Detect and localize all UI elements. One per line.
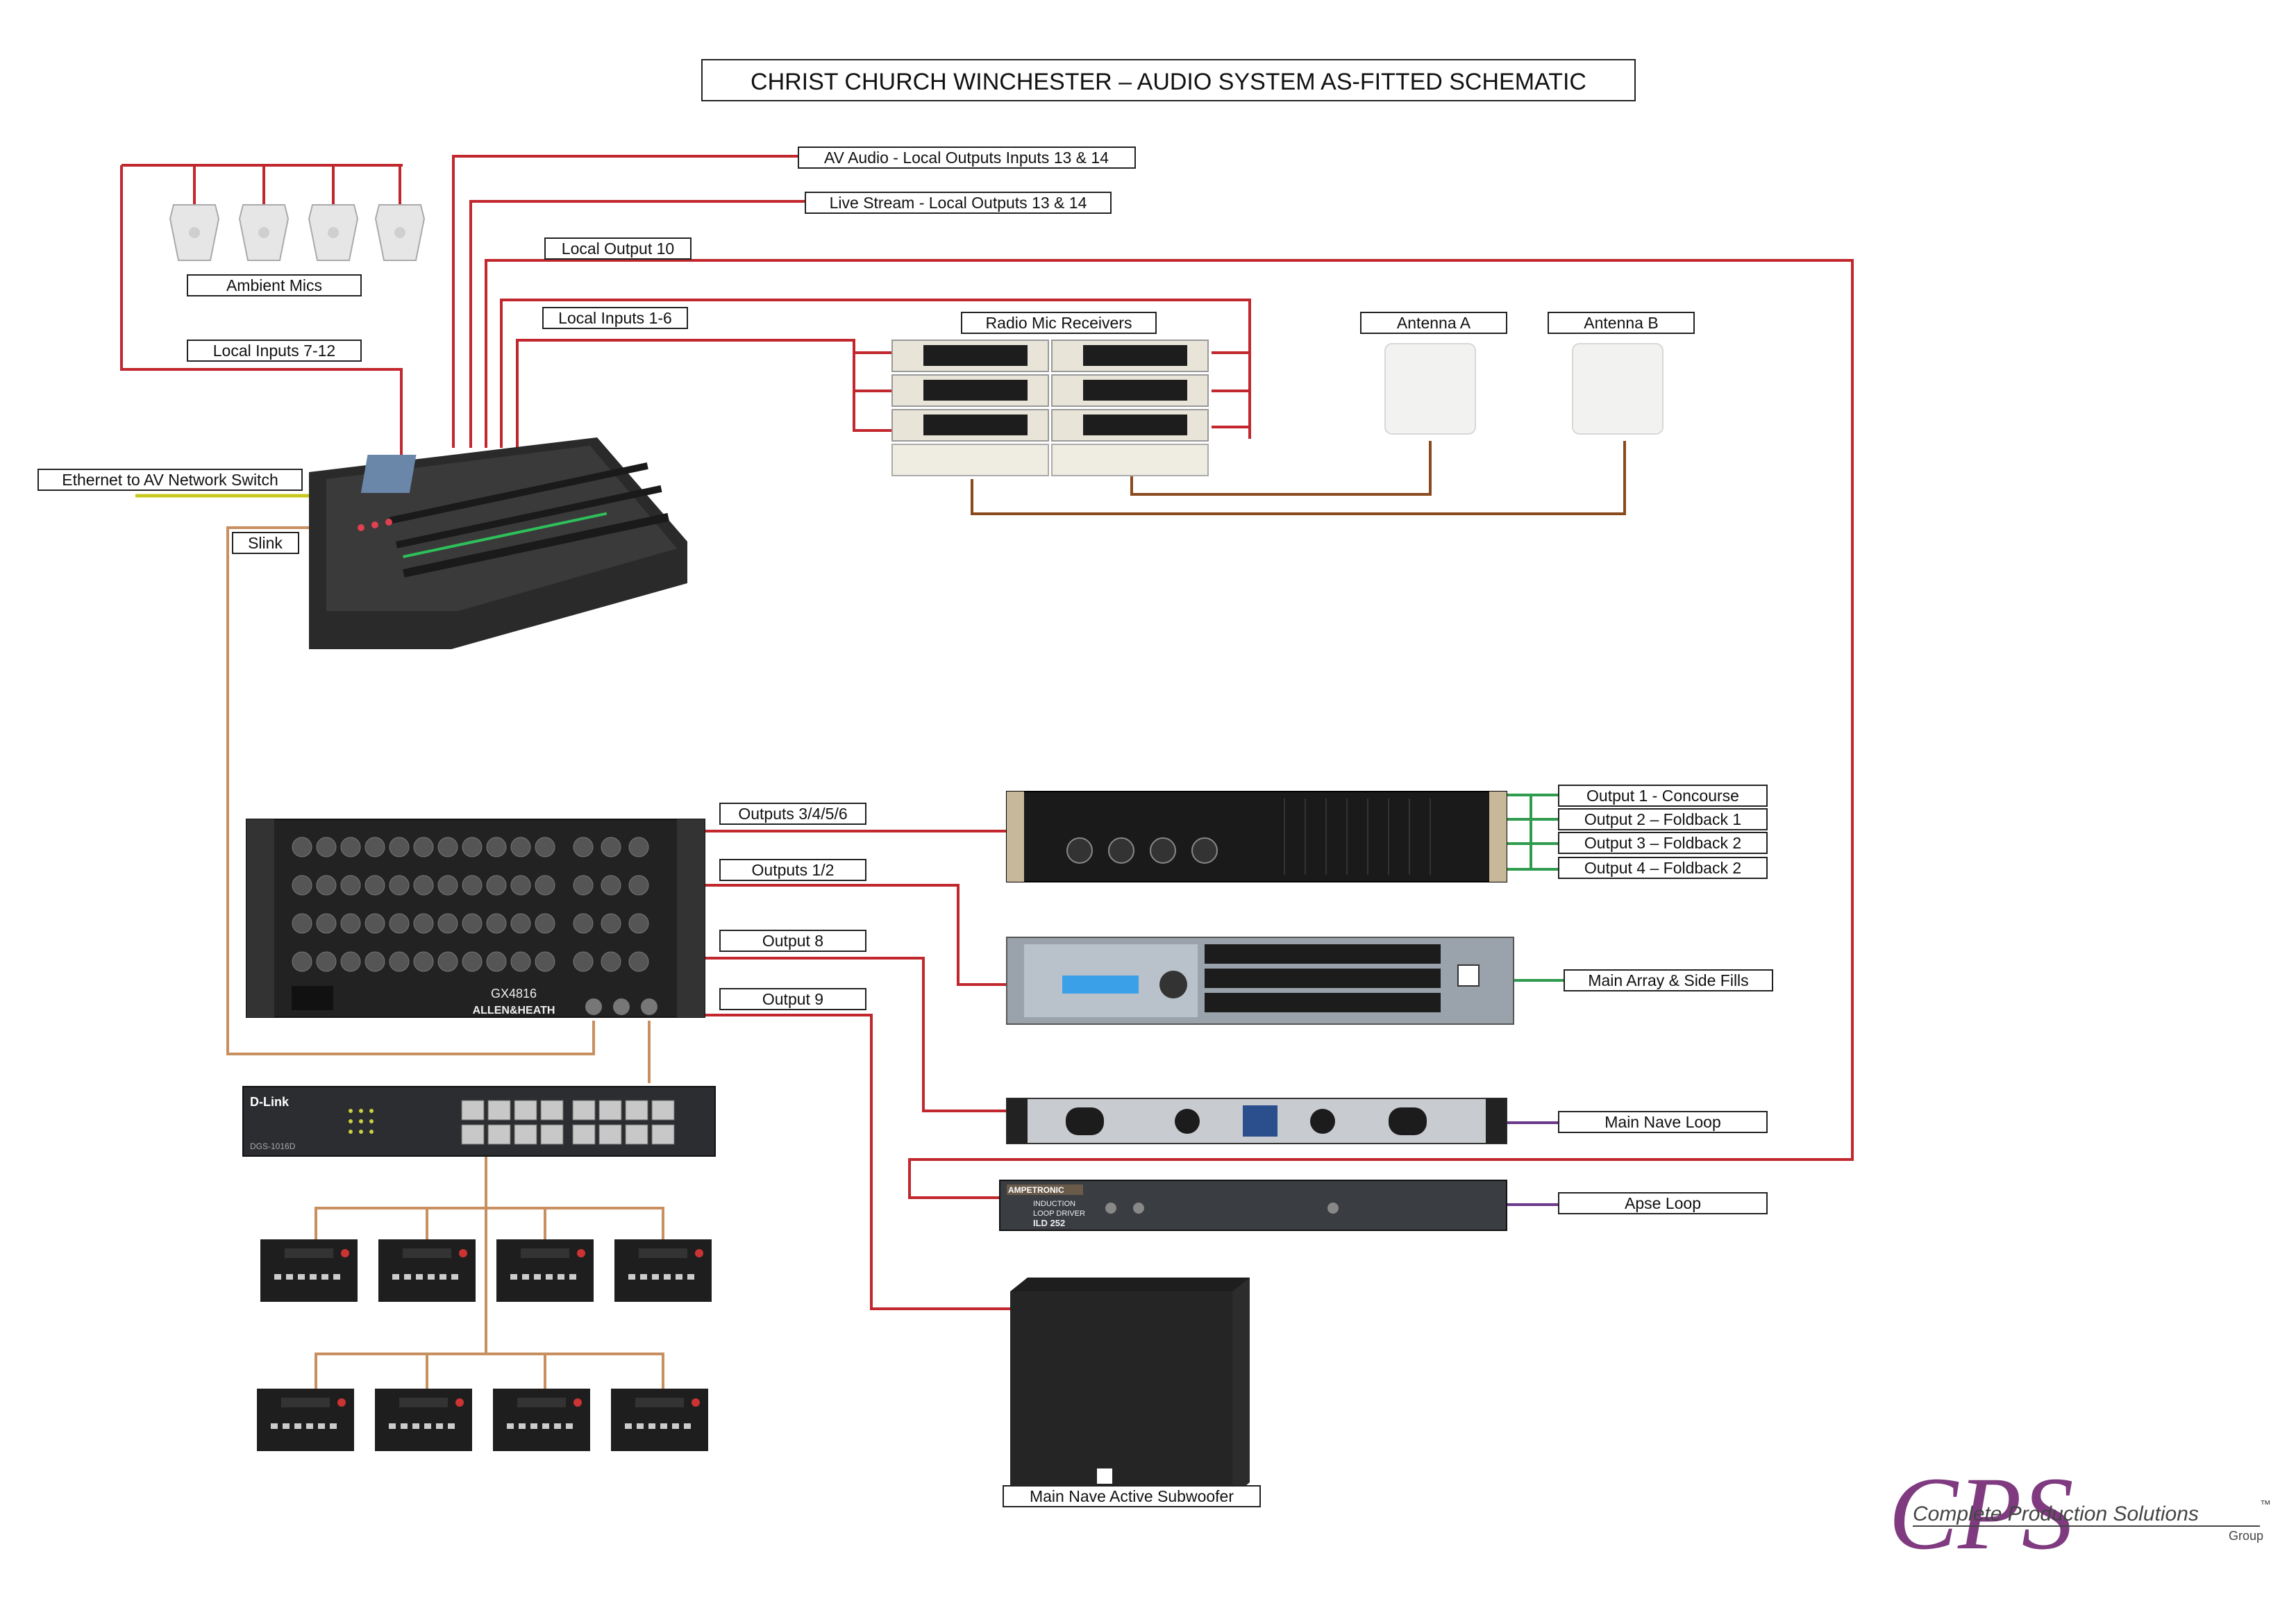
- ambient-mic-drops: [193, 165, 401, 208]
- ambient-mics-label: Ambient Mics: [226, 276, 322, 294]
- stagebox: GX4816 ALLEN&HEATH: [246, 819, 705, 1018]
- antenna-a-label: Antenna A: [1397, 314, 1471, 332]
- local-inputs-1-6-label: Local Inputs 1-6: [558, 309, 672, 327]
- local-output-10-label: Local Output 10: [562, 240, 674, 258]
- output-9-label: Output 9: [762, 990, 823, 1008]
- ambient-mics-cable: [120, 164, 403, 458]
- logo-group: Group: [2229, 1529, 2263, 1543]
- network-switch: D-Link DGS-1016D: [242, 1086, 716, 1157]
- remote-station-icon: [493, 1389, 590, 1451]
- loop-line2-text: LOOP DRIVER: [1033, 1209, 1085, 1218]
- local-output-10-cable: [485, 259, 1854, 1199]
- output-2-label: Output 2 – Foldback 1: [1584, 810, 1741, 828]
- av-audio-label: AV Audio - Local Outputs Inputs 13 & 14: [824, 149, 1109, 167]
- subwoofer: [1010, 1278, 1250, 1496]
- cables: [120, 155, 1854, 1389]
- live-stream-label: Live Stream - Local Outputs 13 & 14: [830, 194, 1087, 212]
- output-3-label: Output 3 – Foldback 2: [1584, 834, 1741, 852]
- console-screen: [360, 455, 417, 493]
- remote-station-icon: [496, 1239, 594, 1302]
- main-nave-loop-label: Main Nave Loop: [1604, 1113, 1721, 1131]
- mixing-console: [309, 437, 687, 649]
- speaker-processor: [1006, 937, 1514, 1025]
- radio-mic-receivers-label: Radio Mic Receivers: [986, 314, 1132, 332]
- apse-loop-driver: AMPETRONIC INDUCTION LOOP DRIVER ILD 252: [999, 1180, 1507, 1231]
- power-amplifier: [1006, 791, 1507, 882]
- page-title: CHRIST CHURCH WINCHESTER – AUDIO SYSTEM …: [751, 69, 1586, 95]
- antenna-b-label: Antenna B: [1584, 314, 1658, 332]
- receivers-right-cable: [1212, 300, 1251, 428]
- remote-station-icon: [260, 1239, 358, 1302]
- labels: AV Audio - Local Outputs Inputs 13 & 14 …: [37, 147, 1773, 1507]
- boundary-mic-icon: [169, 204, 220, 261]
- local-inputs-1-6-cable: [516, 339, 892, 448]
- remote-station-icon: [378, 1239, 476, 1302]
- switch-model-text: DGS-1016D: [250, 1141, 296, 1151]
- boundary-mic-icon: [308, 204, 359, 261]
- remote-station-icon: [257, 1389, 354, 1451]
- ambient-mics: [169, 204, 426, 261]
- outputs-3456-label: Outputs 3/4/5/6: [738, 805, 847, 823]
- radio-mic-receivers: [891, 340, 1209, 476]
- output-1-label: Output 1 - Concourse: [1586, 787, 1739, 805]
- main-nave-loop-driver: [1006, 1098, 1507, 1144]
- loop-line1-text: INDUCTION: [1033, 1200, 1075, 1208]
- logo-initials: CPS: [1888, 1456, 2074, 1571]
- amp-speaker-cables: [1507, 794, 1559, 871]
- outputs-12-cable: [705, 884, 1009, 986]
- logo-tm: ™: [2260, 1499, 2271, 1511]
- receiver-rack-left: [891, 340, 1049, 476]
- loop-brand-text: AMPETRONIC: [1008, 1185, 1064, 1195]
- outputs-12-label: Outputs 1/2: [752, 861, 835, 879]
- title-box: [701, 59, 1636, 101]
- apse-loop-label: Apse Loop: [1625, 1194, 1701, 1212]
- output-9-cable: [705, 1014, 1014, 1310]
- remote-stations: [257, 1239, 712, 1451]
- main-array-label: Main Array & Side Fills: [1588, 971, 1748, 989]
- cps-logo: CPS Complete Production Solutions ™ Grou…: [1888, 1456, 2271, 1571]
- remote-station-icon: [611, 1389, 708, 1451]
- slink-cable: [226, 526, 595, 1055]
- antenna-b-icon: [1572, 343, 1664, 435]
- logo-text: Complete Production Solutions: [1913, 1502, 2199, 1525]
- boundary-mic-icon: [374, 204, 426, 261]
- local-inputs-7-12-label: Local Inputs 7-12: [213, 342, 335, 360]
- wallbox-row1-cable: [315, 1207, 664, 1239]
- remote-station-icon: [375, 1389, 472, 1451]
- output-4-label: Output 4 – Foldback 2: [1584, 859, 1741, 877]
- switch-brand-text: D-Link: [250, 1095, 290, 1109]
- slink-label: Slink: [248, 534, 283, 552]
- subwoofer-label: Main Nave Active Subwoofer: [1030, 1487, 1234, 1505]
- output-8-label: Output 8: [762, 932, 823, 950]
- live-stream-cable: [469, 200, 805, 448]
- output-8-cable: [705, 957, 1009, 1112]
- ethernet-label: Ethernet to AV Network Switch: [62, 471, 278, 489]
- stagebox-model-text: GX4816: [491, 987, 537, 1001]
- antenna-a-icon: [1384, 343, 1476, 435]
- remote-station-icon: [614, 1239, 712, 1302]
- av-audio-cable: [452, 155, 798, 448]
- receiver-rack-right: [1051, 340, 1209, 476]
- loop-model-text: ILD 252: [1033, 1218, 1065, 1228]
- boundary-mic-icon: [238, 204, 290, 261]
- wallbox-row2-cable: [315, 1353, 664, 1389]
- stagebox-brand-text: ALLEN&HEATH: [473, 1005, 555, 1016]
- antenna-cable: [971, 441, 1626, 515]
